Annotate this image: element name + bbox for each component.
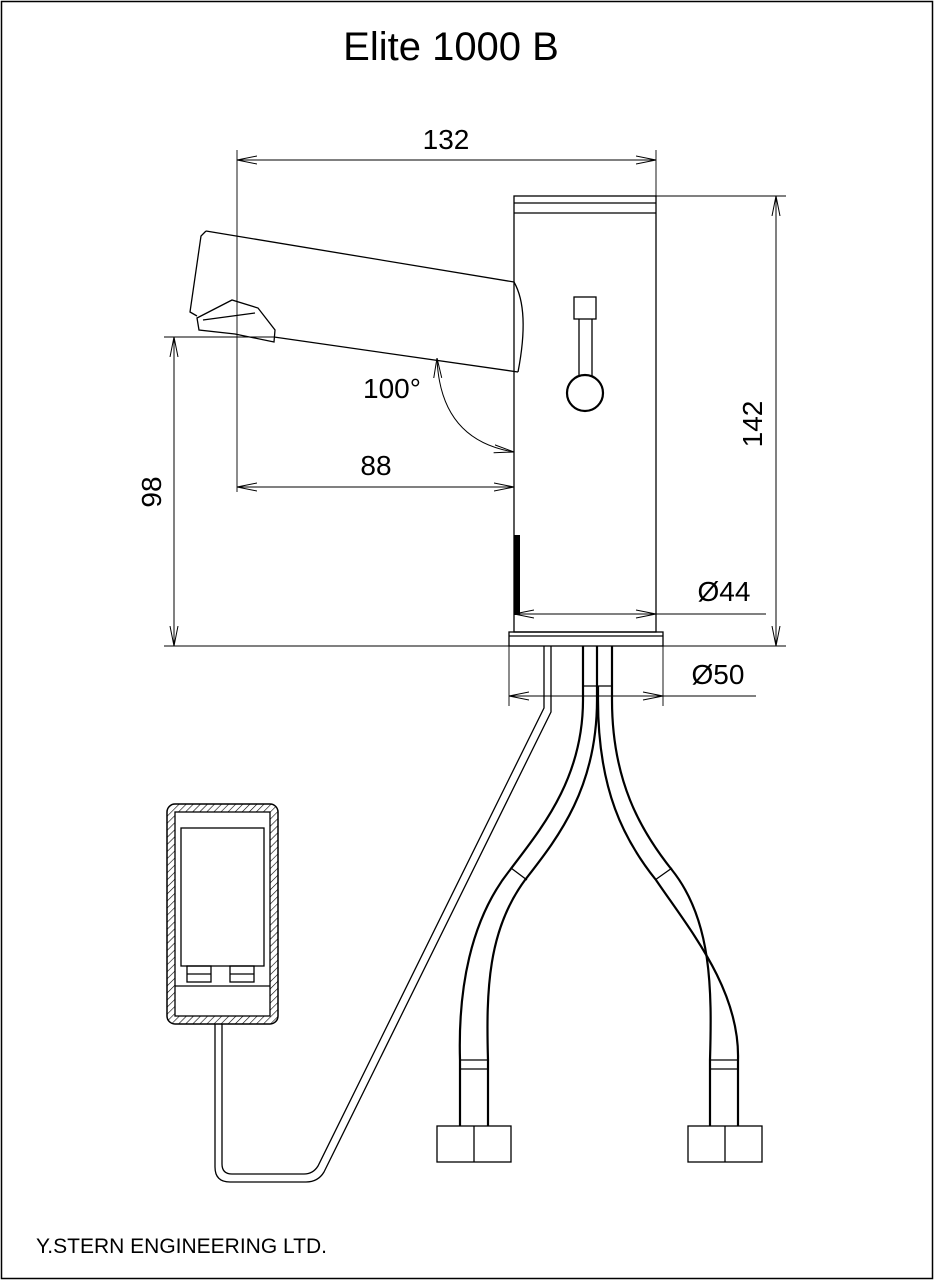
aerator xyxy=(196,299,276,343)
faucet-body xyxy=(508,195,664,647)
drawing-title: Elite 1000 B xyxy=(343,25,559,69)
hose-right xyxy=(583,646,763,1163)
faucet-base xyxy=(508,631,664,647)
dim-label-88: 88 xyxy=(360,450,391,481)
dimension-spout-angle: 100° xyxy=(363,358,514,452)
faucet-spout xyxy=(189,230,524,373)
dimension-body-height: 142 xyxy=(656,195,786,647)
dim-label-100: 100° xyxy=(363,373,421,404)
hose-left xyxy=(436,646,599,1163)
dim-label-142: 142 xyxy=(737,401,768,448)
dimension-spout-height: 98 xyxy=(136,336,509,647)
dimension-body-diameter: Ø44 xyxy=(514,576,766,619)
control-box-module xyxy=(180,827,265,967)
dimension-base-diameter: Ø50 xyxy=(508,646,756,706)
dimension-spout-reach: 88 xyxy=(237,450,514,487)
sensor-cable xyxy=(214,646,552,1183)
faucet-lever xyxy=(565,296,605,413)
control-box xyxy=(166,803,279,1025)
sensor-window xyxy=(514,535,520,615)
dim-label-d44: Ø44 xyxy=(698,576,751,607)
dimension-overall-length: 132 xyxy=(236,124,657,492)
dim-label-98: 98 xyxy=(136,476,167,507)
dim-label-132: 132 xyxy=(423,124,470,155)
dim-label-d50: Ø50 xyxy=(692,659,745,690)
company-name: Y.STERN ENGINEERING LTD. xyxy=(36,1235,327,1258)
